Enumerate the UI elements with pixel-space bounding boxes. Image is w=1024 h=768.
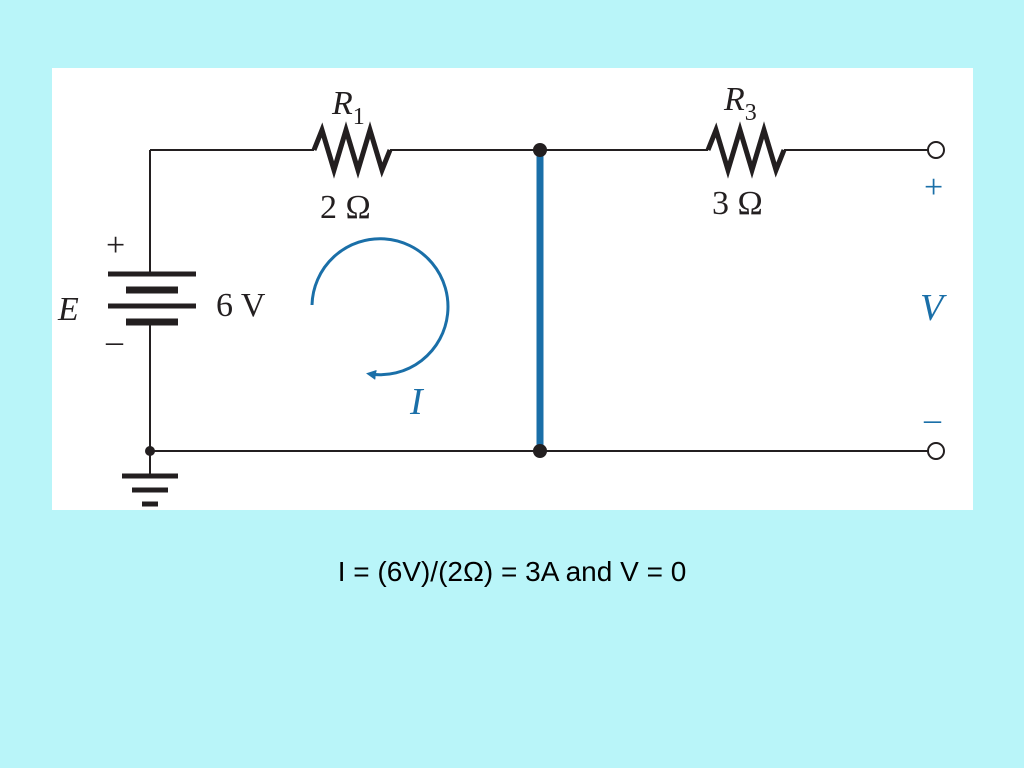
source-minus-sign: – <box>105 323 124 360</box>
terminal-bottom <box>927 442 945 460</box>
junction-bottom <box>533 444 547 458</box>
current-loop-arrow <box>310 237 450 380</box>
terminal-top <box>927 141 945 159</box>
source-value: 6 V <box>216 287 266 324</box>
r3-label: R3 <box>723 81 757 126</box>
caption-equation: I = (6V)/(2Ω) = 3A and V = 0 <box>337 556 687 587</box>
r1-value: 2 Ω <box>320 189 371 226</box>
source-label-e: E <box>57 291 79 328</box>
resistor-r3-symbol <box>705 121 787 179</box>
output-voltage-label: V <box>920 287 947 329</box>
circuit-diagram-panel: R1 2 Ω R3 3 Ω + E 6 V – I + V – <box>52 68 973 510</box>
junction-top <box>533 143 547 157</box>
resistor-r1-symbol <box>311 121 393 179</box>
r3-value: 3 Ω <box>712 185 763 222</box>
source-plus-sign: + <box>106 227 125 264</box>
junction-ground <box>145 446 155 456</box>
current-label: I <box>409 381 425 423</box>
circuit-diagram: R1 2 Ω R3 3 Ω + E 6 V – I + V – <box>57 81 947 507</box>
output-minus-sign: – <box>923 401 942 438</box>
r1-label: R1 <box>331 85 365 130</box>
output-plus-sign: + <box>924 169 943 206</box>
